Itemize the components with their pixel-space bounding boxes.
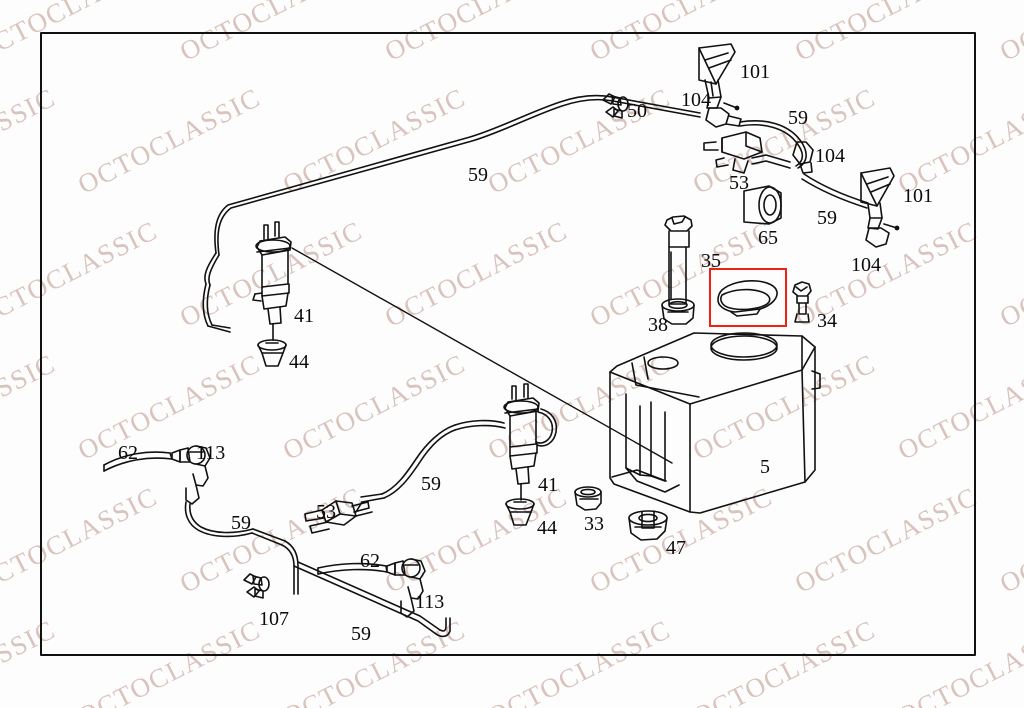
hose-clip-50 xyxy=(602,93,629,119)
callout-label-grommet-seal: 38 xyxy=(648,314,668,336)
diagram-frame xyxy=(40,32,976,656)
callout-label-rubber-bushing: 65 xyxy=(758,227,778,249)
tee-connector-53 xyxy=(703,131,791,174)
check-valve-113-upper xyxy=(171,445,211,505)
hose-59-left-to-bottom-2 xyxy=(284,540,299,595)
nozzle-elbow-104-bottom xyxy=(865,223,900,248)
hose-tee-to-hose xyxy=(355,501,363,513)
callout-label-filler-neck-tube: 35 xyxy=(701,250,721,272)
check-valve-113-lower xyxy=(386,558,426,618)
hose-59-lower-right xyxy=(801,173,869,209)
hose-62-short-left xyxy=(103,451,173,472)
callout-label-tee-connector-upper: 53 xyxy=(729,172,749,194)
callout-label-check-valve-upper: 113 xyxy=(196,442,226,464)
callout-label-nozzle-elbow-right: 104 xyxy=(851,254,881,276)
nozzle-elbow-104-right xyxy=(792,141,814,174)
callout-label-hose-upper-right: 59 xyxy=(788,107,808,129)
nozzle-101-upper xyxy=(698,43,736,109)
hose-clip-107 xyxy=(243,573,270,599)
reservoir-cap-8 xyxy=(717,280,778,317)
pump-grommet-44-upper xyxy=(257,339,287,367)
callout-label-hose-bottom: 59 xyxy=(351,623,371,645)
callout-label-hose-left-lower: 59 xyxy=(231,512,251,534)
nozzle-101-lower xyxy=(860,167,895,230)
callout-label-hose-main-top: 59 xyxy=(468,164,488,186)
leader-line-pump-to-tank xyxy=(291,247,673,464)
mount-grommet-47 xyxy=(628,510,668,541)
hose-59-left-lower xyxy=(184,501,286,546)
callout-label-washer-pump-upper: 41 xyxy=(294,305,314,327)
callout-label-plug-grommet: 33 xyxy=(584,513,604,535)
callout-label-washer-nozzle-lower: 101 xyxy=(903,185,933,207)
nozzle-elbow-104-upper xyxy=(705,102,742,128)
hose-59-mid-lower xyxy=(360,424,456,503)
callout-label-tee-connector-lower: 53 xyxy=(316,501,336,523)
callout-label-hose-short-left: 62 xyxy=(118,442,138,464)
callout-label-washer-fluid-reservoir: 5 xyxy=(760,456,770,478)
callout-label-nozzle-elbow-lower: 104 xyxy=(815,145,845,167)
hose-main-top-run xyxy=(204,94,701,286)
callout-label-mount-grommet: 47 xyxy=(666,537,686,559)
hose-59-bottom-run xyxy=(293,561,451,638)
callout-label-level-sensor-pin: 34 xyxy=(817,310,837,332)
highlight-box-part-8 xyxy=(709,268,787,327)
callout-label-pump-grommet-lower: 44 xyxy=(537,517,557,539)
pump-grommet-44-lower xyxy=(505,498,535,526)
tee-connector-53-lower xyxy=(304,500,373,534)
washer-fluid-reservoir-5 xyxy=(609,332,821,529)
callout-label-hose-clip-lower: 107 xyxy=(259,608,289,630)
callout-label-hose-clip: 50 xyxy=(627,100,647,122)
plug-grommet-33 xyxy=(574,486,602,511)
hose-59-left-to-bottom xyxy=(281,544,295,595)
callout-label-nozzle-elbow-upper: 104 xyxy=(681,89,711,111)
callout-label-pump-grommet-upper: 44 xyxy=(289,351,309,373)
callout-label-hose-lower-right: 59 xyxy=(817,207,837,229)
grommet-38 xyxy=(661,298,695,325)
callout-label-washer-nozzle-upper: 101 xyxy=(740,61,770,83)
washer-pump-41-upper xyxy=(202,221,292,341)
callout-label-hose-mid-lower: 59 xyxy=(421,473,441,495)
callout-label-hose-short-lower: 62 xyxy=(360,550,380,572)
callout-label-check-valve-lower: 113 xyxy=(415,591,445,613)
filler-neck-35 xyxy=(664,215,693,305)
washer-pump-41-lower xyxy=(454,383,558,501)
level-sensor-34 xyxy=(792,281,812,323)
hose-59-upper-right xyxy=(739,120,807,169)
callout-label-washer-pump-lower: 41 xyxy=(538,474,558,496)
rubber-bushing-65 xyxy=(743,185,782,225)
